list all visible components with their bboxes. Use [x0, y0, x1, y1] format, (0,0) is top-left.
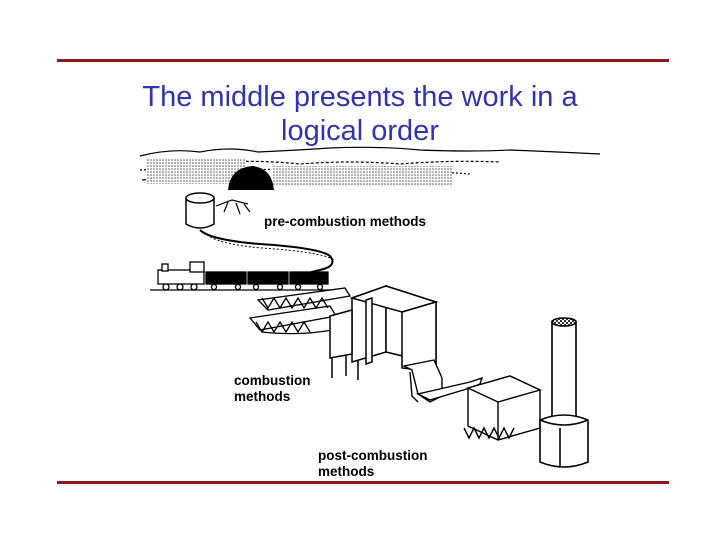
storage-bin-icon — [186, 193, 214, 228]
scrubber-unit-icon — [464, 376, 540, 440]
label-pre-combustion: pre-combustion methods — [264, 214, 426, 229]
conveyor-roots — [216, 200, 250, 214]
label-post-combustion-line-1: post-combustion — [318, 448, 428, 463]
label-combustion-line-2: methods — [234, 389, 290, 404]
coal-train-icon — [150, 262, 340, 290]
ground-texture-right — [272, 166, 452, 186]
bottom-divider — [57, 481, 669, 484]
label-post-combustion-line-2: methods — [318, 464, 374, 479]
label-combustion-line-1: combustion — [234, 373, 311, 388]
smokestack-icon — [540, 318, 588, 467]
